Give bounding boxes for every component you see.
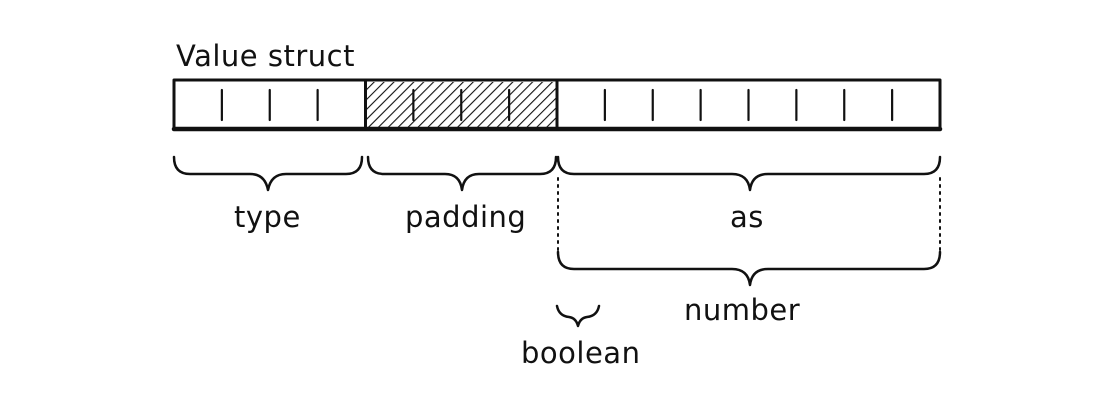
brace-as: [556, 155, 942, 192]
diagram-title: Value struct: [176, 39, 355, 73]
brace-boolean: [555, 304, 601, 328]
label-boolean: boolean: [521, 336, 641, 370]
byte-dividers: [220, 78, 894, 131]
label-type: type: [234, 200, 301, 234]
label-padding: padding: [405, 200, 527, 234]
brace-padding: [366, 155, 558, 192]
byte-strip: [171, 78, 943, 132]
brace-type: [172, 155, 364, 192]
label-as: as: [730, 200, 764, 234]
label-number: number: [684, 293, 801, 327]
brace-number: [556, 250, 942, 287]
